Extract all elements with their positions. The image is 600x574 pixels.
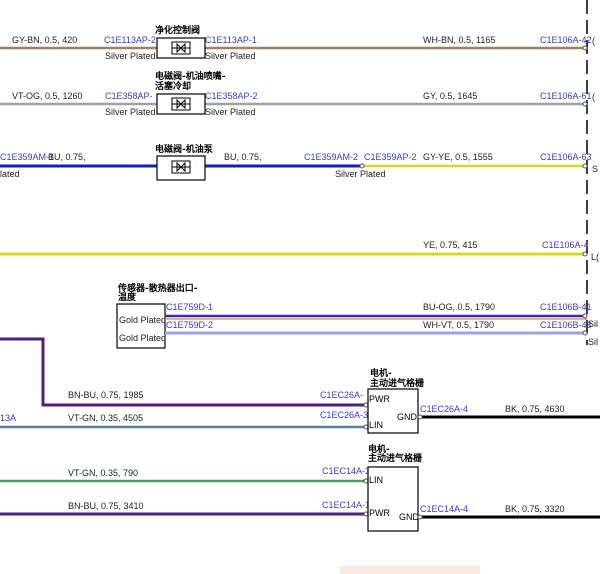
pin-label-lin: LIN [369, 475, 383, 485]
pin-plating-gold: Gold Plated [119, 315, 166, 325]
connector-c1ec14a-1: C1EC14A-1 [322, 500, 370, 510]
connector-c1e359am-2: C1E359AM-2 [304, 152, 358, 162]
valve-symbol-icon [171, 160, 191, 174]
wire-label-vt-gn-lower: VT-GN, 0.35, 790 [68, 468, 138, 478]
component-title-grille-motor-lower: 主动进气格栅 [368, 452, 422, 464]
splice-dot [359, 163, 365, 169]
wire-label-bn-bu-lower: BN-BU, 0.75, 3410 [68, 501, 144, 511]
component-title-radiator-temp-sensor: 传感器-散热器出口- [117, 282, 198, 294]
connector-c1e359ap-2: C1E359AP-2 [364, 152, 417, 162]
edge-text: S [592, 164, 598, 174]
connector-c1e106a-4: C1E106A-4 [542, 240, 589, 250]
pin-dot [363, 402, 369, 408]
pin-dot [417, 414, 423, 420]
wire-label-bk: BK, 0.75, 4630 [505, 404, 565, 414]
component-title-piston-cooling-valve: 电磁阀-机油喷嘴- [155, 70, 226, 82]
pin-dot [582, 101, 588, 107]
plating-label: Silver Plated [105, 51, 156, 61]
plating-label: Silver Plated [105, 107, 156, 117]
edge-text: ( [592, 36, 595, 46]
edge-text: L( [591, 252, 599, 262]
pin-dot [582, 313, 588, 319]
connector-c1e359am-1: C1E359AM-1 [0, 152, 54, 162]
wire-label-bu-mid: BU, 0.75, [224, 152, 262, 162]
pin-plating-gold: Gold Plated [119, 333, 166, 343]
connector-c1e358ap-2: C1E358AP-2 [205, 91, 258, 101]
wire-label-vt-gn: VT-GN, 0.35, 4505 [68, 413, 143, 423]
pin-dot [363, 511, 369, 517]
pin-label-pwr: PWR [369, 394, 390, 404]
connector-c1e759d-1: C1E759D-1 [166, 302, 213, 312]
component-box-oil-pump-valve [156, 155, 206, 181]
wire-label-wh-vt: WH-VT, 0.5, 1790 [423, 320, 494, 330]
connector-c1e106b-41: C1E106B-41 [540, 302, 592, 312]
wire-bn-bu [0, 337, 368, 407]
wire-label-bu: BU, 0.75, [48, 152, 86, 162]
plating-label: lated [0, 169, 20, 179]
component-title-oil-pump-valve: 电磁阀-机油泵 [155, 143, 214, 155]
connector-c1e106b-48: C1E106B-48 [540, 320, 592, 330]
wire-label-gy: GY, 0.5, 1645 [423, 91, 477, 101]
pin-dot [582, 163, 588, 169]
plating-label: Silver Plated [335, 169, 386, 179]
connector-c1ec14a-4: C1EC14A-4 [420, 504, 468, 514]
connector-c1e113ap-2: C1E113AP-2 [104, 35, 156, 45]
wire-label-bk-lower: BK, 0.75, 3320 [505, 504, 565, 514]
pin-dot [417, 514, 423, 520]
component-title-grille-motor-upper: 电机- [370, 367, 392, 379]
pin-dot [363, 424, 369, 430]
wire-label-bn-bu: BN-BU, 0.75, 1985 [68, 390, 144, 400]
wire-label-gy-bn: GY-BN, 0.5, 420 [12, 35, 77, 45]
component-box-radiator-temp-sensor [116, 303, 166, 349]
pin-dot [582, 330, 588, 336]
edge-text: Sil [588, 319, 598, 329]
connector-c1ec26a-4: C1EC26A-4 [420, 404, 468, 414]
valve-symbol-icon [171, 97, 191, 111]
wire-label-ye: YE, 0.75, 415 [423, 240, 478, 250]
plating-label: Silver Plated [205, 51, 256, 61]
pin-label-gnd: GND [397, 412, 418, 422]
component-title-grille-motor-lower: 电机- [368, 443, 390, 455]
component-box-grille-motor-upper [367, 388, 419, 434]
wire-label-gy-ye: GY-YE, 0.5, 1555 [423, 152, 493, 162]
connector-c1ec26a-pwr: C1EC26A- [320, 390, 363, 400]
connector-c1ec26a-3: C1EC26A-3 [320, 410, 368, 420]
connector-c1e106a-63: C1E106A-63 [540, 152, 592, 162]
connector-c1e358ap-left: C1E358AP- [105, 91, 153, 101]
connector-c1ec14a-3: C1EC14A-3 [322, 466, 370, 476]
component-title-radiator-temp-sensor: 温度 [118, 291, 137, 303]
watermark-strip [340, 566, 480, 574]
plating-label: Silver Plated [205, 107, 256, 117]
connector-c1e106a-42: C1E106A-42 [540, 35, 592, 45]
connector-stub: 13A [0, 413, 16, 423]
pin-dot [582, 45, 588, 51]
wire-label-wh-bn: WH-BN, 0.5, 1165 [423, 35, 495, 45]
component-title-grille-motor-upper: 主动进气格栅 [370, 377, 424, 389]
connector-c1e759d-2: C1E759D-2 [166, 320, 213, 330]
connector-c1e106a-61: C1E106A-61 [540, 91, 592, 101]
component-box-grille-motor-lower [367, 466, 419, 532]
wire-label-bu-og: BU-OG, 0.5, 1790 [423, 302, 495, 312]
wire-label-vt-og: VT-OG, 0.5, 1260 [12, 91, 83, 101]
connector-c1e113ap-1: C1E113AP-1 [205, 35, 257, 45]
edge-text: ( [592, 92, 595, 102]
pin-dot [363, 478, 369, 484]
component-title-piston-cooling-valve: 活塞冷却 [155, 80, 191, 92]
pin-dot [582, 251, 588, 257]
edge-text: Sil [588, 337, 598, 347]
pin-label-gnd: GND [399, 512, 420, 522]
pin-label-lin: LIN [369, 420, 383, 430]
valve-symbol-icon [171, 41, 191, 55]
component-title-purge-valve: 净化控制阀 [155, 24, 200, 36]
pin-label-pwr: PWR [369, 508, 390, 518]
